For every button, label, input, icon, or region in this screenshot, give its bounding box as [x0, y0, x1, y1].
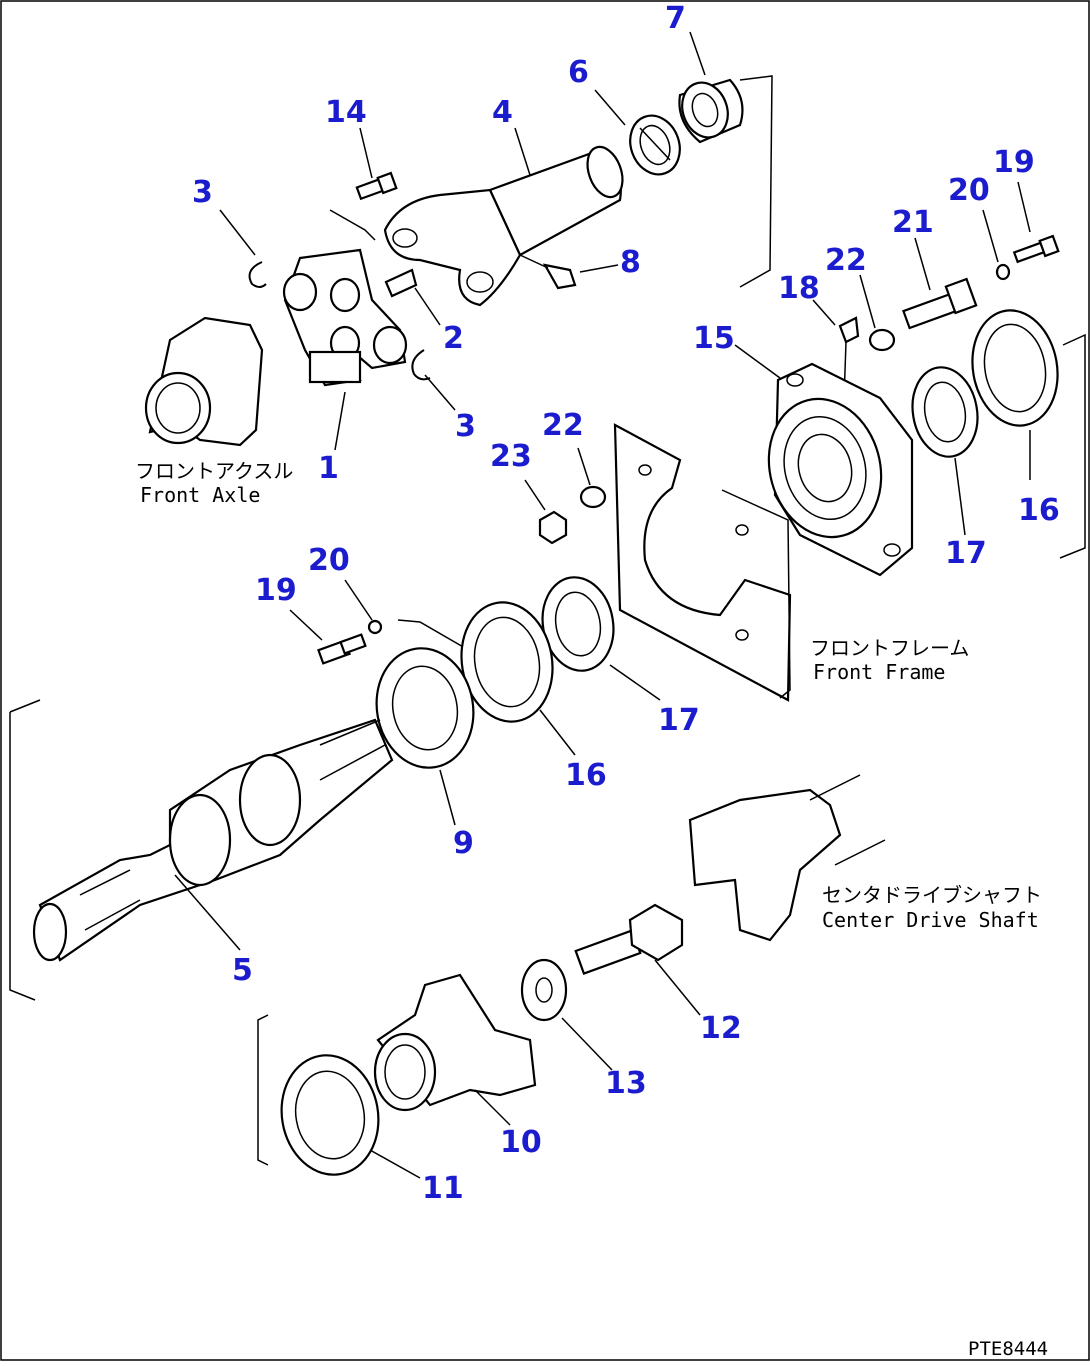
- callout-18: 18: [778, 271, 820, 306]
- callout-15: 15: [693, 321, 735, 356]
- part-20-washer-lower: [367, 619, 383, 635]
- callout-5: 5: [232, 953, 253, 988]
- part-19-bolt-upper: [1012, 234, 1060, 264]
- callout-3-upper: 3: [192, 175, 213, 210]
- part-8-grease-fitting: [519, 254, 577, 290]
- leader-19-20-line: [397, 619, 466, 649]
- part-10-yoke: [373, 973, 537, 1112]
- leader-lines: [174, 31, 1031, 1179]
- callout-23: 23: [490, 439, 532, 474]
- part-12-bolt: [574, 903, 684, 975]
- part-14-bolt: [355, 171, 398, 201]
- front-frame-plate: [613, 423, 792, 702]
- bracket-lower-left: [257, 1014, 269, 1166]
- callout-4: 4: [492, 95, 513, 130]
- caption-center-drive-shaft-jp: センタドライブシャフト: [822, 883, 1042, 907]
- part-19-bolt-lower: [317, 633, 367, 665]
- caption-front-axle-en: Front Axle: [140, 483, 260, 507]
- callout-19-upper: 19: [993, 145, 1035, 180]
- callout-10: 10: [500, 1125, 542, 1160]
- caption-center-drive-shaft-en: Center Drive Shaft: [822, 908, 1039, 932]
- callout-19-lower: 19: [255, 573, 297, 608]
- callout-17-upper: 17: [945, 536, 987, 571]
- part-17-bearing-upper: [911, 366, 979, 458]
- callout-20-lower: 20: [308, 543, 350, 578]
- callout-16-lower: 16: [565, 758, 607, 793]
- bracket-line: [739, 75, 773, 288]
- callout-8: 8: [620, 245, 641, 280]
- part-3-snap-ring-lower: [411, 349, 431, 381]
- callout-21: 21: [892, 205, 934, 240]
- part-21-bolt: [902, 277, 978, 330]
- part-4-yoke-tube: [383, 145, 624, 307]
- drawing-code: PTE8444: [968, 1338, 1048, 1360]
- part-2-fitting: [384, 268, 418, 298]
- part-20-washer-upper: [995, 263, 1011, 281]
- part-9-seal: [375, 647, 475, 769]
- part-23-nut: [538, 510, 568, 545]
- part-15-bearing-housing: [767, 362, 914, 577]
- callout-12: 12: [700, 1011, 742, 1046]
- callout-16-upper: 16: [1018, 493, 1060, 528]
- caption-front-frame-en: Front Frame: [813, 660, 945, 684]
- callout-numbers: 7 6 4 14 3 8 2 1 3 19 20 21 22 18 15 22 …: [192, 1, 1060, 1206]
- part-16-seal-lower: [460, 601, 554, 723]
- part-3-snap-ring-upper: [248, 261, 267, 288]
- callout-13: 13: [605, 1066, 647, 1101]
- bracket-right: [1059, 333, 1086, 559]
- part-16-seal-upper: [971, 309, 1059, 427]
- callout-1: 1: [318, 451, 339, 486]
- part-13-washer: [520, 958, 568, 1022]
- callout-17-lower: 17: [658, 703, 700, 738]
- callout-2: 2: [443, 321, 464, 356]
- callout-20-upper: 20: [948, 173, 990, 208]
- captions: フロントアクスル Front Axle フロントフレーム Front Frame…: [135, 459, 1048, 1360]
- bracket-left: [9, 712, 36, 1001]
- part-22-washer-upper: [868, 328, 896, 352]
- callout-6: 6: [568, 55, 589, 90]
- part-5-shaft: [32, 718, 394, 962]
- callout-11: 11: [422, 1171, 464, 1206]
- bracket-left-top: [9, 699, 41, 713]
- callout-3-lower: 3: [455, 409, 476, 444]
- part-6-bearing: [629, 114, 681, 176]
- part-11-seal: [280, 1054, 380, 1176]
- callout-22-lower: 22: [542, 408, 584, 443]
- callout-14: 14: [325, 95, 367, 130]
- callout-22-upper: 22: [825, 243, 867, 278]
- part-1-spider: [282, 248, 408, 387]
- leader-14-line: [329, 209, 376, 241]
- caption-front-axle-jp: フロントアクスル: [135, 459, 293, 483]
- callout-7: 7: [665, 1, 686, 36]
- front-axle-housing: [144, 316, 264, 447]
- center-drive-shaft-yoke: [688, 774, 886, 942]
- part-7-cup: [678, 78, 744, 144]
- caption-front-frame-jp: フロントフレーム: [810, 636, 969, 660]
- part-17-bearing-lower: [541, 576, 615, 672]
- part-22-washer-lower: [579, 485, 607, 509]
- callout-9: 9: [453, 826, 474, 861]
